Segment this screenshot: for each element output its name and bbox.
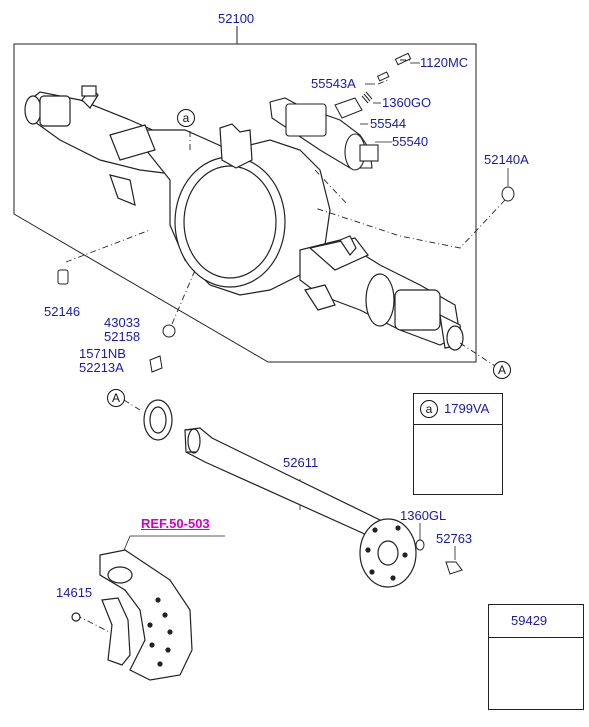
detail-box-header: 59429 [489, 605, 583, 638]
reference-link[interactable]: REF.50-503 [141, 516, 210, 531]
spring-1360go [361, 91, 373, 104]
plug-52140a [501, 186, 515, 202]
label-55540: 55540 [392, 134, 429, 149]
bolt-1120mc [394, 52, 412, 66]
callout-A-bottom: A [107, 389, 125, 407]
washer-1360gl [415, 539, 425, 551]
label-52213a: 52213A [79, 360, 124, 375]
label-52611: 52611 [283, 455, 319, 470]
bearing [143, 399, 173, 441]
callout-a: a [177, 109, 195, 127]
pin-52146 [57, 269, 69, 285]
label-14615: 14615 [56, 585, 93, 600]
plate-55544 [334, 97, 363, 119]
axle-shaft [184, 427, 417, 588]
label-55544: 55544 [370, 116, 407, 131]
assembly-frame [13, 43, 477, 363]
label-1360go: 1360GO [382, 95, 432, 110]
callout-a-box: a [420, 400, 438, 418]
plug-1571nb [149, 355, 163, 373]
plug-43033 [162, 324, 176, 338]
label-52763: 52763 [436, 531, 473, 546]
detail-box-header: a 1799VA [414, 394, 502, 425]
label-1571nb: 1571NB [79, 346, 126, 361]
label-55543a: 55543A [311, 76, 356, 91]
callout-A-top: A [493, 361, 511, 379]
label-59429: 59429 [511, 613, 548, 628]
detail-box-59429: 59429 [488, 604, 584, 710]
label-1360gl: 1360GL [400, 508, 447, 523]
label-43033: 43033 [104, 315, 141, 330]
label-52158: 52158 [104, 329, 141, 344]
label-1120mc: 1120MC [420, 55, 469, 70]
axle-stub [269, 97, 379, 171]
detail-box-1799va: a 1799VA [413, 393, 503, 495]
label-52146: 52146 [44, 304, 81, 319]
label-52100: 52100 [218, 11, 255, 26]
label-1799va: 1799VA [444, 401, 490, 416]
brake-shoe [71, 549, 193, 681]
bolt-52763 [445, 561, 463, 575]
pin-55543a [376, 71, 390, 82]
axle-housing [24, 85, 464, 351]
label-52140a: 52140A [484, 152, 529, 167]
